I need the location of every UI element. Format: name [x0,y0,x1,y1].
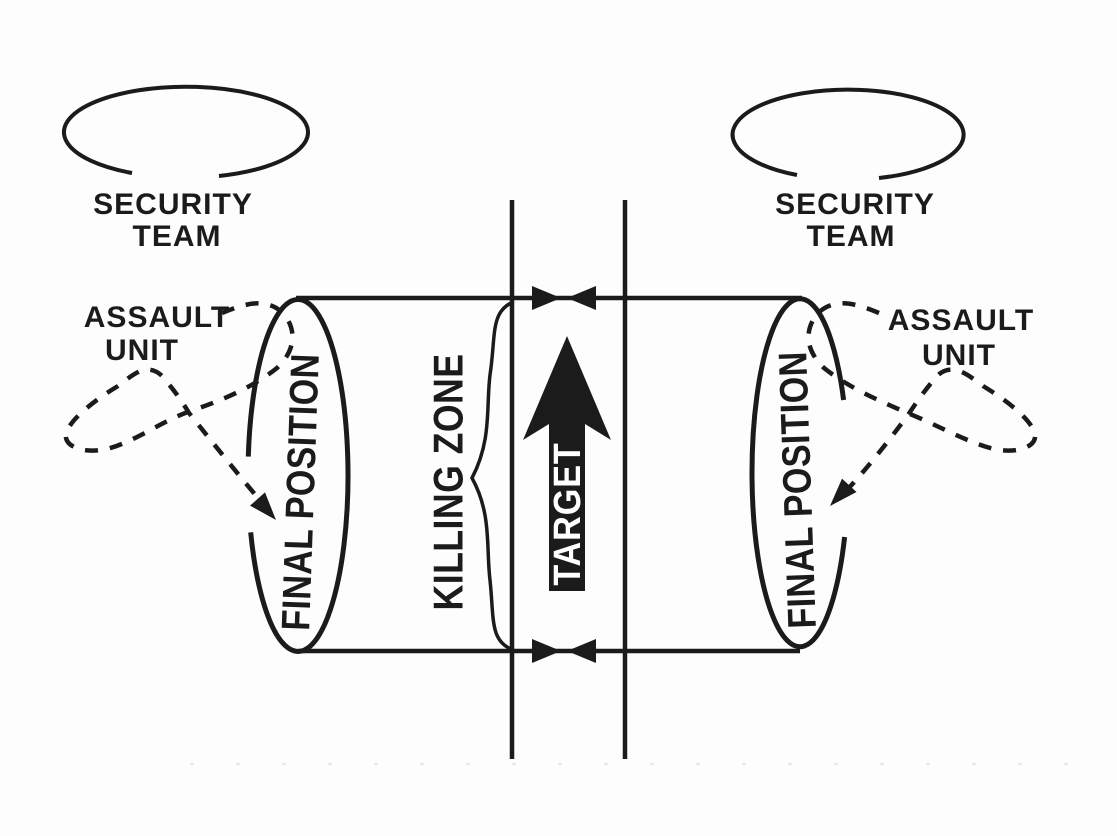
security-team-left-label-line1: SECURITY [93,188,253,221]
arrowhead-bottom-left-icon [532,639,561,663]
assault-unit-right-label-line1: ASSAULT [888,304,1034,337]
killing-zone-brace-icon [470,300,514,651]
final-position-right-label: FINAL POSITION [770,351,825,630]
final-position-left-label: FINAL POSITION [273,353,328,632]
assault-unit-left-label-line1: ASSAULT [84,301,230,334]
security-team-right-label-line2: TEAM [807,220,896,253]
target-label: TARGET [545,442,588,585]
final-position-ellipse-right-icon [749,296,848,650]
assault-unit-right-label-line2: UNIT [922,339,996,372]
target-arrow-icon [523,336,611,591]
arrowhead-top-right-icon [567,286,596,310]
security-team-ellipse-left-icon [62,84,310,178]
assault-route-arrowhead-right-icon [830,478,857,506]
security-team-right-label-line1: SECURITY [775,188,935,221]
final-position-ellipse-left-icon [245,297,351,654]
security-team-ellipse-right-icon [730,87,966,180]
assault-unit-left-label-line2: UNIT [105,334,179,367]
security-team-left-label-line2: TEAM [133,220,222,253]
assault-route-right-icon [806,301,1038,492]
arrowhead-top-left-icon [532,286,561,310]
assault-route-left-icon [63,301,295,500]
assault-route-arrowhead-left-icon [250,492,276,520]
arrowhead-bottom-right-icon [567,639,596,663]
killing-zone-label: KILLING ZONE [426,354,472,611]
